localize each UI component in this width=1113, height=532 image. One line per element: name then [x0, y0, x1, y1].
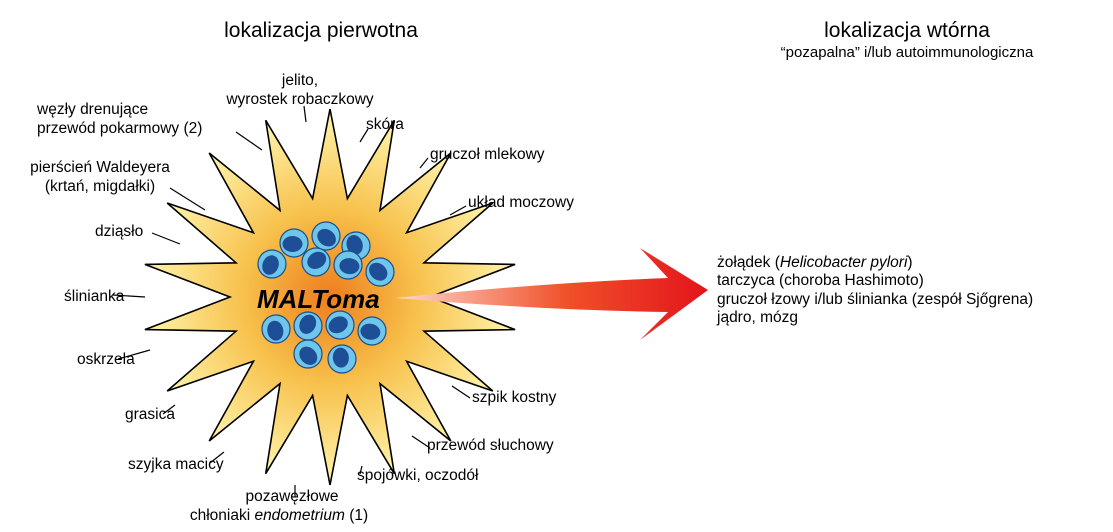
- label-przewod-pokarmowy: przewód pokarmowy (2): [37, 119, 202, 138]
- chloniaki-text: chłoniaki: [190, 507, 250, 524]
- primary-location-heading: lokalizacja pierwotna: [224, 19, 418, 43]
- helicobacter-text: Helicobacter pylori: [780, 254, 908, 271]
- label-krtan-migdalki: (krtań, migdałki): [45, 177, 155, 196]
- lymphocyte-cell-icon: [280, 229, 308, 257]
- label-przewod-sluchowy: przewód słuchowy: [427, 436, 554, 455]
- lymphocyte-cell-icon: [294, 340, 322, 369]
- lymphocyte-cell-icon: [326, 311, 354, 339]
- secondary-zoladek: żołądek (Helicobacter pylori): [717, 254, 1033, 272]
- zoladek-suffix: ): [907, 254, 912, 271]
- secondary-location-heading: lokalizacja wtórna: [824, 19, 990, 43]
- lymphocyte-cell-icon: [334, 251, 362, 279]
- label-slinianka: ślinianka: [64, 287, 124, 306]
- leader-line: [236, 132, 262, 150]
- secondary-gruczol-lzowy: gruczoł łzowy i/lub ślinianka (zespół Sj…: [717, 291, 1033, 309]
- endometrium-text: endometrium: [254, 507, 344, 524]
- lymphocyte-cell-icon: [302, 248, 330, 276]
- label-chloniaki-endometrium: chłoniaki endometrium (1): [190, 506, 368, 525]
- maltoma-label: MALToma: [257, 285, 380, 313]
- leader-line: [452, 386, 470, 398]
- label-wezly-drenujace: węzły drenujące: [37, 100, 148, 119]
- label-wyrostek: wyrostek robaczkowy: [226, 90, 373, 109]
- label-pierscien-waldeyera: pierścień Waldeyera: [30, 158, 170, 177]
- label-skora: skóra: [366, 115, 404, 134]
- lymphocyte-cell-icon: [258, 250, 286, 278]
- lymphocyte-cell-icon: [328, 345, 356, 373]
- lymphocyte-cell-icon: [262, 315, 290, 343]
- label-gruczol-mlekowy: gruczoł mlekowy: [430, 145, 545, 164]
- label-uklad-moczowy: układ moczowy: [468, 193, 574, 212]
- label-szyjka-macicy: szyjka macicy: [128, 455, 224, 474]
- label-jelito: jelito,: [282, 71, 318, 90]
- lymphocyte-cell-icon: [312, 222, 340, 250]
- secondary-tarczyca: tarczyca (choroba Hashimoto): [717, 272, 1033, 290]
- secondary-location-subheading: “pozapalna” i/lub autoimmunologiczna: [781, 44, 1034, 61]
- lymphocyte-cell-icon: [294, 312, 322, 340]
- secondary-jadro-mozg: jądro, mózg: [717, 309, 1033, 327]
- label-spojowki-oczodol: spojówki, oczodół: [357, 466, 478, 485]
- zoladek-prefix: żołądek (: [717, 254, 780, 271]
- lymphocyte-cell-icon: [365, 258, 394, 286]
- lymphocyte-cell-icon: [358, 317, 386, 345]
- label-dziaslo: dziąsło: [95, 222, 143, 241]
- label-szpik-kostny: szpik kostny: [472, 388, 556, 407]
- label-pozawezlowe: pozawęzłowe: [245, 487, 338, 506]
- secondary-sites-list: żołądek (Helicobacter pylori) tarczyca (…: [717, 254, 1033, 327]
- leader-line: [420, 158, 428, 168]
- label-oskrzela: oskrzela: [77, 350, 135, 369]
- endometrium-ref: (1): [349, 507, 368, 524]
- leader-line: [152, 233, 180, 244]
- label-grasica: grasica: [125, 405, 175, 424]
